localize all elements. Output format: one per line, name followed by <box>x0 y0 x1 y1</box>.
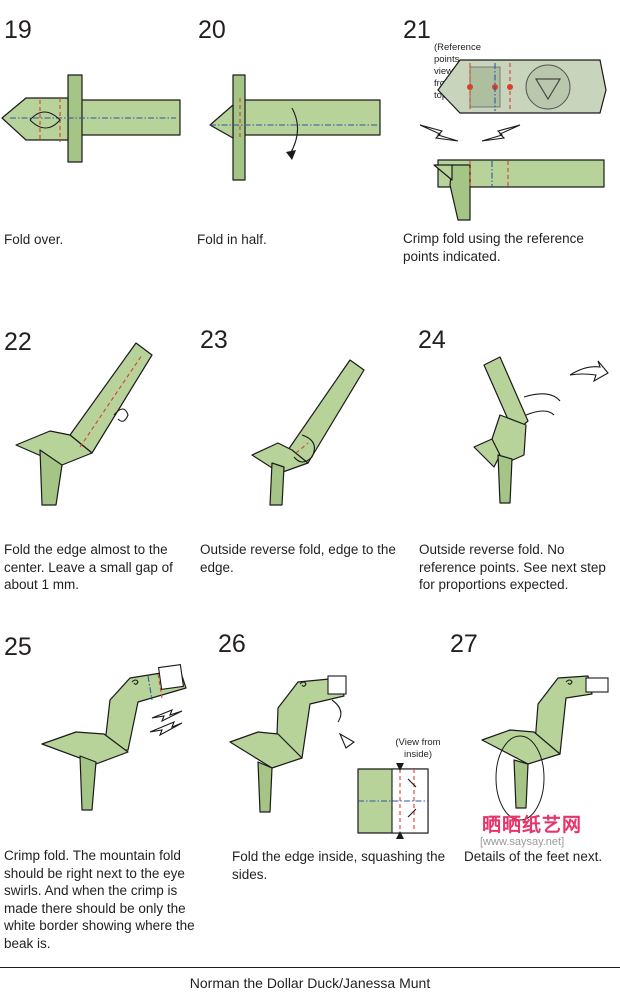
footer-credit: Norman the Dollar Duck/Janessa Munt <box>189 975 431 991</box>
step-23-diagram <box>251 359 365 506</box>
watermark-url: [www.saysay.net] <box>480 836 565 848</box>
step-caption: Crimp fold. The mountain fold should be … <box>4 848 195 951</box>
step-24-diagram <box>473 356 609 504</box>
step-number: 26 <box>218 630 246 658</box>
step-20-diagram <box>209 74 381 181</box>
step-caption: Fold the edge almost to the center. Leav… <box>4 542 173 592</box>
step-number: 25 <box>4 633 32 661</box>
step-caption: Fold in half. <box>197 232 267 247</box>
step-26-diagram <box>229 675 355 813</box>
step-number: 23 <box>200 326 228 354</box>
step-caption: Crimp fold using the reference points in… <box>403 231 584 264</box>
step-26-inset <box>357 763 429 839</box>
step-caption: Outside reverse fold, edge to the edge. <box>200 542 396 575</box>
step-21-diagram <box>419 59 607 221</box>
step-caption: Fold over. <box>4 232 64 247</box>
watermark-brand: 晒晒纸艺网 <box>482 815 583 836</box>
footer-divider <box>0 967 620 968</box>
step-number: 24 <box>418 326 446 354</box>
step-25-diagram <box>41 663 187 811</box>
step-27-diagram <box>481 675 609 821</box>
step-19-diagram <box>1 74 181 163</box>
step-number: 21 <box>403 16 431 44</box>
step-caption: Details of the feet next. <box>464 849 603 864</box>
step-caption: Fold the edge inside, squashing the side… <box>232 849 446 882</box>
step-number: 22 <box>4 328 32 356</box>
step-number: 20 <box>198 16 226 44</box>
step-number: 19 <box>4 16 32 44</box>
step-22-diagram <box>15 342 153 506</box>
view-note: (View from inside) <box>395 737 441 760</box>
step-number: 27 <box>450 630 478 658</box>
step-caption: Outside reverse fold. No reference point… <box>419 542 606 592</box>
